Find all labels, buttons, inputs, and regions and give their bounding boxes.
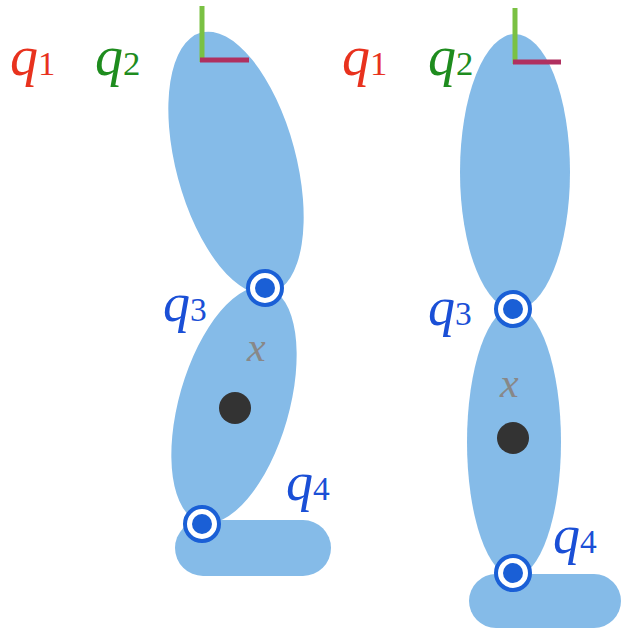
shin-link bbox=[148, 273, 321, 538]
right-leg bbox=[460, 8, 621, 628]
com-marker: x bbox=[247, 326, 266, 368]
thigh-link bbox=[460, 34, 570, 310]
thigh-link bbox=[143, 17, 329, 309]
joint-variable: q2 bbox=[428, 28, 473, 84]
ankle-joint bbox=[185, 507, 219, 541]
axis-horizontal bbox=[200, 58, 249, 63]
ankle-joint bbox=[496, 556, 530, 590]
joint-variable: q1 bbox=[10, 28, 55, 84]
joint-variable: q4 bbox=[553, 508, 597, 562]
axis-vertical bbox=[200, 6, 205, 62]
left-leg bbox=[143, 6, 331, 576]
joint-variable: q3 bbox=[428, 280, 472, 334]
knee-joint-dot bbox=[503, 299, 523, 319]
center-of-mass bbox=[497, 422, 529, 454]
ankle-joint-dot bbox=[192, 514, 212, 534]
center-of-mass bbox=[219, 392, 251, 424]
knee-joint-dot bbox=[255, 278, 275, 298]
com-marker: x bbox=[500, 362, 519, 404]
knee-joint bbox=[496, 292, 530, 326]
knee-joint bbox=[248, 271, 282, 305]
joint-variable: q2 bbox=[95, 28, 140, 84]
axis-horizontal bbox=[513, 60, 561, 65]
foot-link bbox=[469, 574, 621, 628]
shin-link bbox=[467, 307, 561, 577]
joint-variable: q1 bbox=[342, 28, 387, 84]
ankle-joint-dot bbox=[503, 563, 523, 583]
joint-variable: q3 bbox=[163, 276, 207, 330]
joint-variable: q4 bbox=[286, 455, 330, 509]
axis-vertical bbox=[513, 8, 518, 64]
